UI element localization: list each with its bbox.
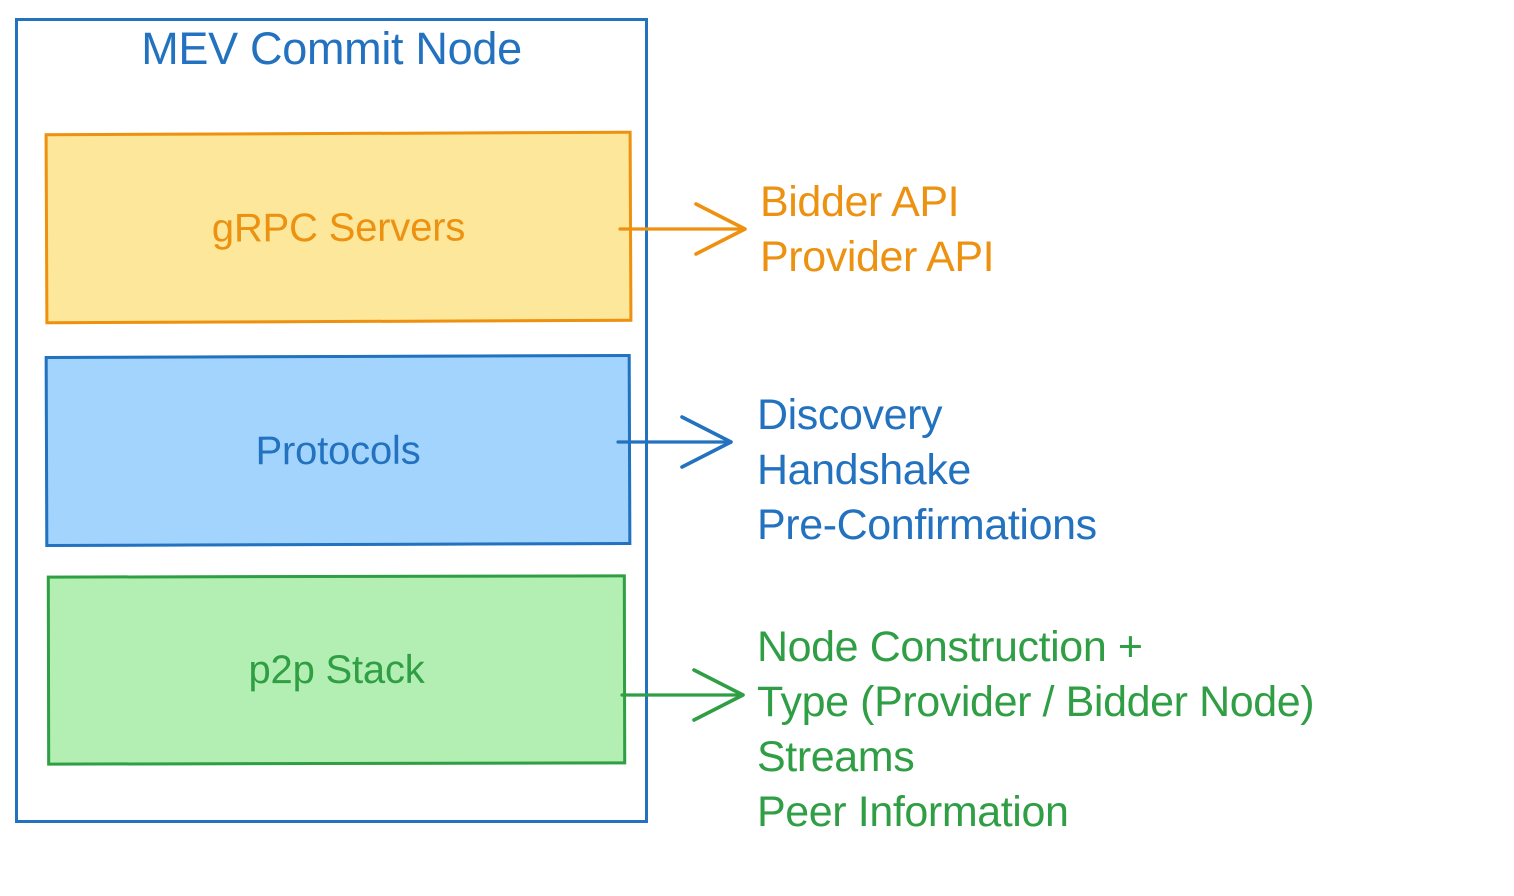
callout-line: Peer Information	[757, 788, 1069, 836]
layer-box-grpc-servers[interactable]: gRPC Servers	[44, 130, 633, 325]
arrow-right-icon-grpc	[618, 202, 747, 256]
layer-label-protocols: Protocols	[255, 428, 421, 473]
callout-protocols-list: Discovery Handshake Pre-Confirmations	[757, 388, 1097, 553]
arrow-right-icon-protocols	[616, 415, 733, 469]
callout-line: Handshake	[757, 446, 971, 494]
callout-p2p-list: Node Construction + Type (Provider / Bid…	[757, 620, 1315, 840]
layer-label-grpc-servers: gRPC Servers	[211, 204, 466, 251]
callout-line: Node Construction +	[757, 623, 1143, 671]
layer-box-p2p-stack[interactable]: p2p Stack	[46, 574, 627, 766]
callout-line: Pre-Confirmations	[757, 501, 1097, 549]
callout-line: Provider API	[760, 233, 995, 281]
arrow-right-icon-p2p	[620, 668, 745, 722]
page-title: MEV Commit Node	[141, 22, 522, 74]
callout-line: Bidder API	[760, 178, 960, 226]
layer-box-protocols[interactable]: Protocols	[44, 353, 632, 548]
layer-label-p2p-stack: p2p Stack	[248, 647, 425, 693]
callout-line: Type (Provider / Bidder Node)	[757, 678, 1315, 726]
callout-line: Discovery	[757, 391, 943, 439]
callout-grpc-apis: Bidder API Provider API	[760, 175, 995, 285]
callout-line: Streams	[757, 733, 915, 781]
